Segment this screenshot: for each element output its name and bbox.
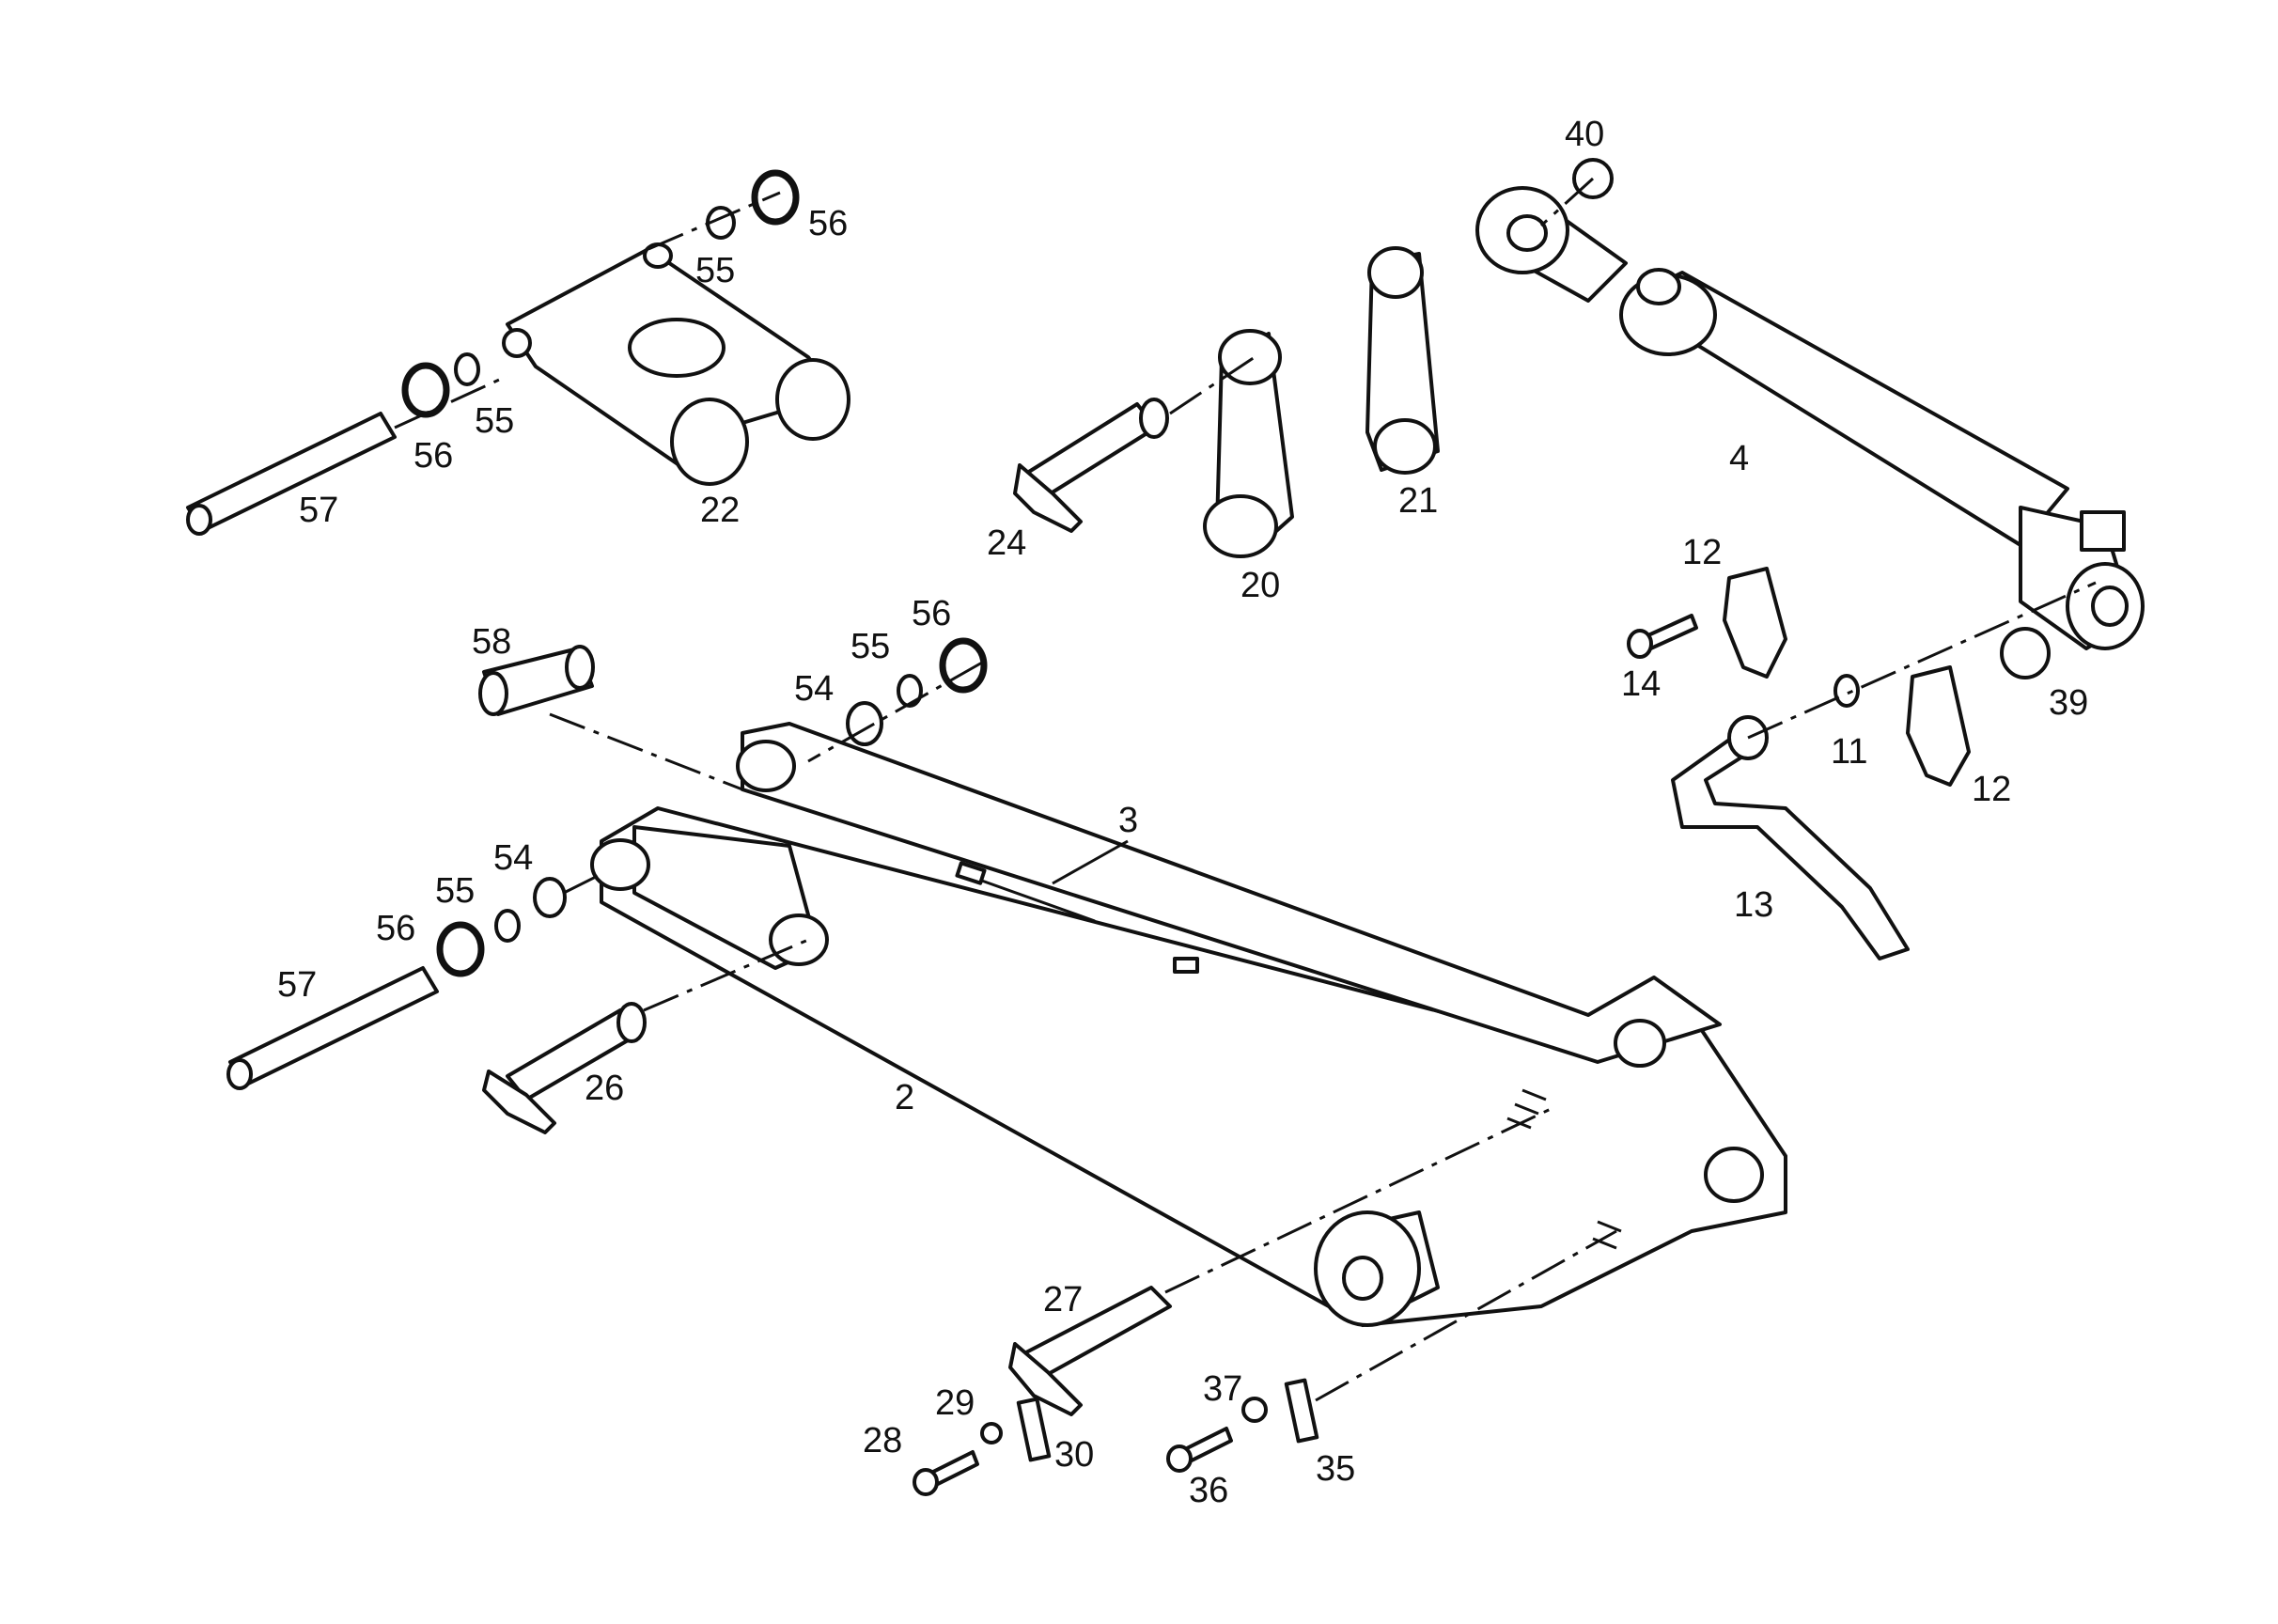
callout-57a: 57 xyxy=(299,491,338,530)
callout-35: 35 xyxy=(1316,1449,1355,1489)
callout-54b: 54 xyxy=(493,838,533,878)
callout-54a: 54 xyxy=(794,669,834,709)
callout-55b: 55 xyxy=(695,251,735,290)
callout-20: 20 xyxy=(1240,566,1280,605)
callout-55c: 55 xyxy=(850,627,890,666)
bushing-58 xyxy=(478,645,595,716)
clamp-12-upper xyxy=(1723,567,1787,679)
callout-21: 21 xyxy=(1398,481,1438,521)
pin-24 xyxy=(1013,398,1169,533)
callout-28: 28 xyxy=(863,1421,902,1460)
callout-22: 22 xyxy=(700,491,740,530)
callout-55d: 55 xyxy=(435,871,475,911)
callout-56c: 56 xyxy=(912,594,951,633)
pin-57-lower xyxy=(226,966,439,1090)
callout-12a: 12 xyxy=(1682,533,1722,572)
callout-56a: 56 xyxy=(413,436,453,476)
callout-11: 11 xyxy=(1831,732,1867,772)
hydraulic-cylinder xyxy=(1475,186,2145,650)
lift-arm xyxy=(590,722,1787,1327)
callout-57b: 57 xyxy=(277,965,317,1005)
callout-56b: 56 xyxy=(808,204,848,243)
callout-30: 30 xyxy=(1054,1435,1094,1475)
pin-26 xyxy=(482,1002,647,1134)
callout-24: 24 xyxy=(987,523,1026,563)
callout-3: 3 xyxy=(1118,801,1138,840)
callout-55a: 55 xyxy=(475,401,514,441)
clamp-12-lower xyxy=(1906,665,1971,787)
callout-29: 29 xyxy=(935,1383,975,1423)
pin-57-upper xyxy=(186,412,397,536)
washers xyxy=(401,158,2051,1444)
link-20 xyxy=(1203,329,1294,558)
fasteners xyxy=(913,1378,1319,1496)
pin-27 xyxy=(1008,1286,1172,1416)
callout-4: 4 xyxy=(1729,439,1749,478)
callout-27: 27 xyxy=(1043,1280,1083,1320)
screw-14 xyxy=(1627,614,1698,659)
callout-37: 37 xyxy=(1203,1369,1242,1409)
callout-40: 40 xyxy=(1565,115,1604,154)
linkage-22 xyxy=(502,242,850,486)
callout-14: 14 xyxy=(1621,664,1661,704)
callout-26: 26 xyxy=(585,1069,624,1108)
callout-56d: 56 xyxy=(376,909,415,948)
callout-36: 36 xyxy=(1189,1471,1228,1510)
callout-labels: 2 3 4 11 12 12 13 14 20 21 22 24 26 27 2… xyxy=(277,115,2088,1510)
callout-39: 39 xyxy=(2049,683,2088,723)
assembly-axes xyxy=(394,177,2097,1402)
callout-12b: 12 xyxy=(1972,770,2011,809)
callout-13: 13 xyxy=(1734,885,1773,925)
callout-2: 2 xyxy=(895,1078,914,1117)
link-21 xyxy=(1365,246,1440,475)
hose-13 xyxy=(1671,715,1910,960)
callout-58: 58 xyxy=(472,622,511,662)
